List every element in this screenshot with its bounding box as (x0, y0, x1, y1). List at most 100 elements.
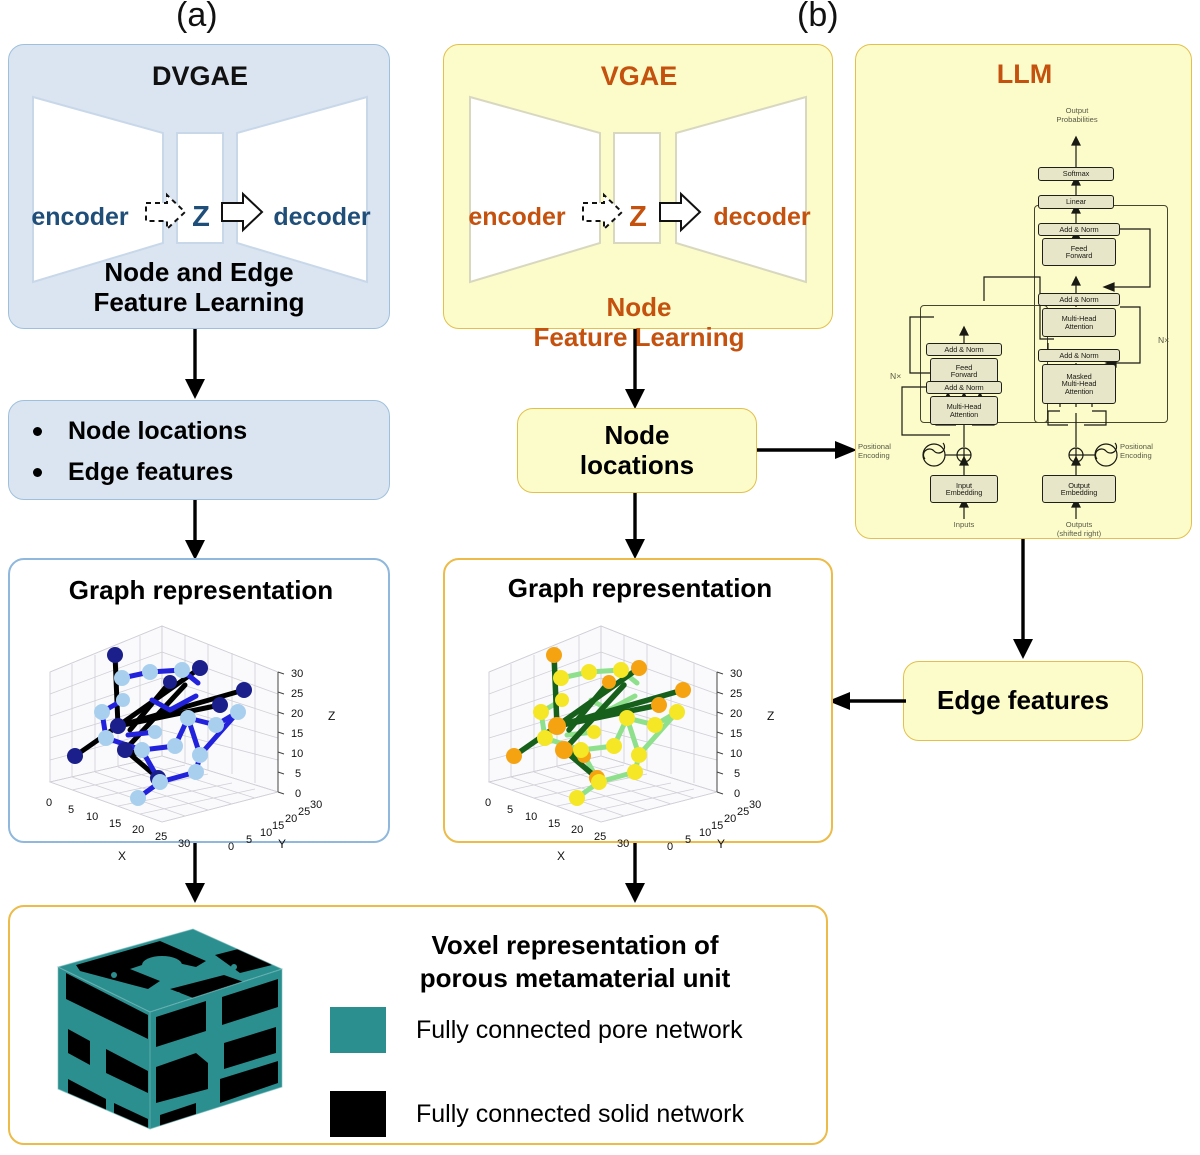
svg-text:10: 10 (260, 827, 272, 839)
input-embedding-block: Input Embedding (930, 475, 998, 503)
llm-title: LLM (996, 59, 1053, 89)
vgae-caption-line-2: Feature Learning (533, 321, 745, 352)
edge-features-label: Edge features (937, 685, 1109, 716)
vgae-latent-label: Z (629, 201, 647, 233)
legend-item-solid: Fully connected solid network (330, 1091, 820, 1137)
svg-text:25: 25 (737, 806, 749, 818)
node-locations-line-1: Node (604, 419, 670, 450)
decoder-feed-forward: Feed Forward (1042, 238, 1116, 266)
multi-head-attention-label: Multi-Head Attention (1061, 314, 1097, 331)
outputs-item-label: Node locations (68, 417, 248, 445)
edge-features-box: Edge features (903, 661, 1143, 741)
llm-box: LLM (855, 44, 1192, 539)
svg-text:10: 10 (525, 811, 537, 823)
arrow-edge-features-to-graph-b (828, 692, 906, 710)
softmax-block: Softmax (1038, 167, 1114, 181)
add-norm-label: Add & Norm (1059, 224, 1099, 234)
svg-text:X: X (118, 849, 126, 863)
arrow-vgae-to-node-locations (625, 329, 645, 409)
linear-block: Linear (1038, 195, 1114, 209)
legend-label-pore: Fully connected pore network (416, 1015, 743, 1044)
svg-text:5: 5 (734, 768, 740, 780)
output-probabilities-label: Output Probabilities (1056, 106, 1098, 124)
encoder-add-norm-top: Add & Norm (926, 343, 1002, 356)
list-item: Node locations (33, 417, 389, 446)
svg-text:5: 5 (685, 834, 691, 846)
svg-text:25: 25 (155, 831, 167, 843)
solid-color-swatch (330, 1091, 386, 1137)
svg-text:5: 5 (68, 804, 74, 816)
node-locations-box: Node locations (517, 408, 757, 493)
svg-text:15: 15 (272, 820, 284, 832)
arrow-graph-b-to-voxel (625, 843, 645, 903)
svg-text:0: 0 (295, 788, 301, 800)
softmax-label: Softmax (1062, 169, 1090, 179)
output-embedding-block: Output Embedding (1042, 475, 1116, 503)
dvgae-caption-line-1: Node and Edge (104, 257, 294, 287)
svg-text:15: 15 (291, 728, 303, 740)
encoder-multi-head-attention: Multi-Head Attention (930, 396, 998, 425)
input-embedding-label: Input Embedding (945, 480, 983, 497)
svg-text:20: 20 (730, 708, 742, 720)
svg-text:Y: Y (717, 837, 725, 851)
svg-text:10: 10 (86, 811, 98, 823)
add-norm-label: Add & Norm (1059, 294, 1099, 304)
svg-text:20: 20 (571, 824, 583, 836)
list-item: Edge features (33, 458, 389, 487)
arrow-node-locations-to-graph-b (625, 493, 645, 559)
solid-arrow-icon (221, 191, 264, 233)
svg-text:30: 30 (310, 799, 322, 811)
vgae-caption-line-1: Node (606, 292, 672, 322)
svg-text:10: 10 (730, 748, 742, 760)
transformer-connections (901, 135, 1151, 519)
svg-text:25: 25 (730, 688, 742, 700)
feed-forward-label: Feed Forward (950, 362, 978, 379)
dvgae-caption: Node and Edge Feature Learning (8, 257, 390, 318)
add-norm-label: Add & Norm (944, 382, 984, 392)
svg-text:25: 25 (298, 806, 310, 818)
bullet-icon (33, 468, 42, 477)
voxel-cube-illustration (56, 928, 284, 1130)
multi-head-attention-label: Multi-Head Attention (946, 402, 982, 419)
encoder-add-norm-bottom: Add & Norm (926, 381, 1002, 394)
dashed-arrow-icon (145, 192, 187, 232)
dashed-arrow-icon (582, 192, 624, 232)
dvgae-model-box: DVGAE encoder Z decoder (8, 44, 390, 329)
voxel-panel-title: Voxel representation of porous metamater… (340, 929, 810, 994)
dvgae-encoder-label: encoder (31, 203, 129, 231)
svg-text:10: 10 (699, 827, 711, 839)
svg-text:0: 0 (667, 841, 673, 853)
svg-text:30: 30 (178, 838, 190, 850)
outputs-item-label: Edge features (68, 458, 234, 486)
encoder-nx-label: N× (890, 371, 902, 381)
transformer-diagram: Softmax Linear Add & Norm Feed Forward A… (858, 95, 1187, 537)
decoder-add-norm-bottom: Add & Norm (1038, 349, 1120, 362)
encoder-feed-forward: Feed Forward (930, 358, 998, 384)
voxel-panel: Voxel representation of porous metamater… (8, 905, 828, 1145)
svg-text:Y: Y (278, 837, 286, 851)
node-locations-line-2: locations (579, 449, 695, 480)
positional-encoding-label-left: Positional Encoding (858, 442, 891, 460)
decoder-multi-head-attention: Multi-Head Attention (1042, 308, 1116, 337)
inputs-label: Inputs (953, 520, 975, 529)
svg-text:25: 25 (594, 831, 606, 843)
positional-encoding-label-right: Positional Encoding (1120, 442, 1153, 460)
voxel-title-line-2: porous metamaterial unit (419, 962, 731, 993)
solid-arrow-icon (659, 191, 702, 233)
output-embedding-label: Output Embedding (1060, 480, 1098, 497)
svg-text:20: 20 (724, 813, 736, 825)
pore-color-swatch (330, 1007, 386, 1053)
panel-a-outputs-box: Node locations Edge features (8, 400, 390, 500)
decoder-add-norm-top: Add & Norm (1038, 223, 1120, 236)
arrow-graph-a-to-voxel (185, 843, 205, 903)
vgae-title: VGAE (600, 61, 678, 91)
dvgae-decoder-label: decoder (273, 203, 371, 231)
svg-text:0: 0 (46, 797, 52, 809)
svg-text:20: 20 (291, 708, 303, 720)
decoder-nx-label: N× (1158, 335, 1170, 345)
svg-text:0: 0 (734, 788, 740, 800)
masked-multi-head-attention-label: Masked Multi-Head Attention (1061, 371, 1097, 396)
svg-text:15: 15 (109, 818, 121, 830)
